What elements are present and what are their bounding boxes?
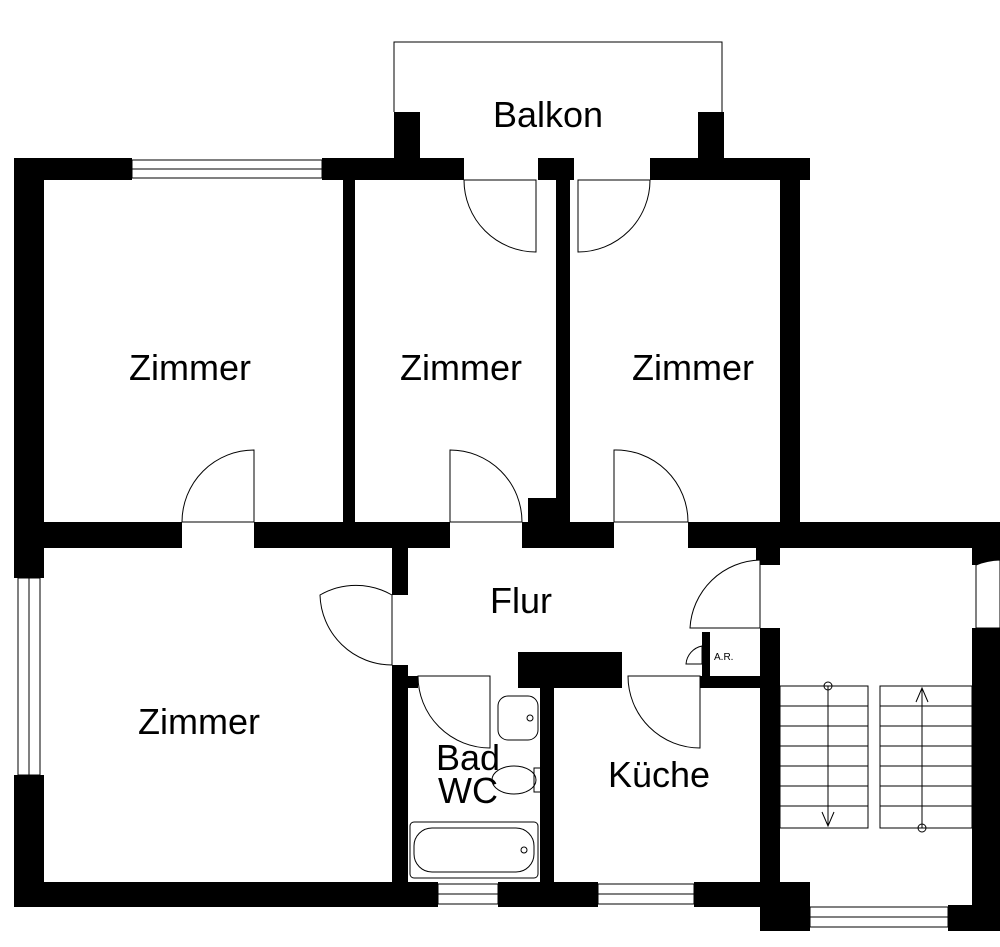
room-label-wc: WC — [438, 770, 498, 811]
ar-niche-icon — [685, 645, 703, 665]
room-label-kueche: Küche — [608, 754, 710, 795]
balcony — [393, 41, 724, 162]
balcony-door-left — [463, 179, 537, 253]
door-zimmer-n-mid — [449, 449, 523, 523]
room-label-zimmer-n-mid: Zimmer — [400, 347, 522, 388]
windows — [17, 159, 949, 928]
room-label-zimmer-ne: Zimmer — [632, 347, 754, 388]
room-label-balkon: Balkon — [493, 94, 603, 135]
room-label-zimmer-nw: Zimmer — [129, 347, 251, 388]
door-zimmer-ne — [613, 449, 689, 523]
doors — [181, 179, 1000, 749]
door-entrance — [689, 559, 761, 629]
door-stairs-right — [975, 559, 1000, 629]
door-zimmer-sw — [319, 584, 393, 666]
room-labels: Balkon Zimmer Zimmer Zimmer Zimmer Flur … — [129, 94, 754, 811]
fixture-label-ar: A.R. — [714, 652, 733, 663]
room-label-zimmer-sw: Zimmer — [138, 701, 260, 742]
toilet-icon — [491, 765, 537, 795]
room-label-bad: Bad — [436, 737, 500, 778]
sanitary-fixtures — [409, 645, 703, 879]
door-kueche — [627, 675, 701, 749]
walls — [14, 158, 1000, 931]
room-label-flur: Flur — [490, 580, 552, 621]
balcony-door-right — [577, 179, 651, 253]
bathtub-icon — [409, 821, 539, 879]
door-zimmer-nw — [181, 449, 255, 523]
door-bad — [417, 675, 491, 749]
sink-icon — [497, 695, 539, 741]
staircase — [779, 681, 973, 833]
